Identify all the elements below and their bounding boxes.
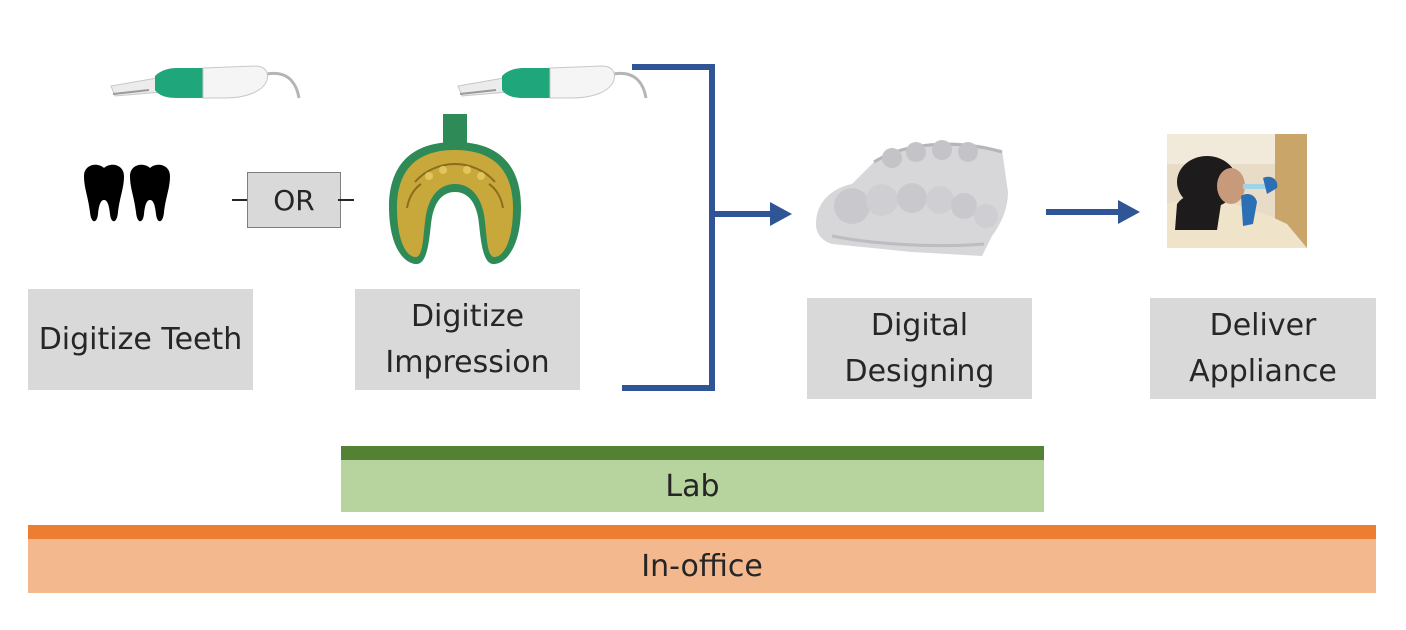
deliver-appliance-label: Deliver Appliance — [1150, 298, 1376, 399]
digitize-impression-line1: Digitize — [410, 298, 525, 334]
or-label: OR — [247, 172, 341, 228]
merge-bracket — [622, 64, 715, 391]
or-line-left — [232, 199, 248, 201]
in-office-band: In-office — [28, 539, 1376, 593]
intraoral-scanner-icon — [110, 65, 301, 99]
intraoral-scanner-icon — [457, 65, 648, 99]
in-office-band-bar — [28, 525, 1376, 539]
digital-designing-line1: Digital — [870, 307, 969, 343]
or-line-right — [338, 199, 354, 201]
patient-photo-image — [1167, 134, 1307, 248]
arrow-to-deliver-head — [1118, 200, 1140, 224]
digitize-teeth-text: Digitize Teeth — [38, 321, 243, 357]
in-office-band-label: In-office — [641, 548, 763, 584]
digital-designing-line2: Designing — [844, 353, 995, 389]
digital-designing-label: Digital Designing — [807, 298, 1032, 399]
digitize-impression-label: Digitize Impression — [355, 289, 580, 390]
deliver-appliance-line2: Appliance — [1189, 353, 1337, 389]
digitize-impression-line2: Impression — [385, 344, 550, 380]
lab-band-bar — [341, 446, 1044, 460]
molar-teeth-icon — [84, 164, 170, 222]
deliver-appliance-line1: Deliver — [1209, 307, 1317, 343]
or-connector: OR — [232, 172, 354, 228]
dental-impression-tray-image — [389, 114, 521, 265]
3d-dental-model-image — [816, 140, 1008, 256]
lab-band: Lab — [341, 460, 1044, 512]
lab-band-label: Lab — [665, 468, 720, 504]
arrow-to-design-head — [770, 202, 792, 226]
digitize-teeth-label: Digitize Teeth — [28, 289, 253, 390]
